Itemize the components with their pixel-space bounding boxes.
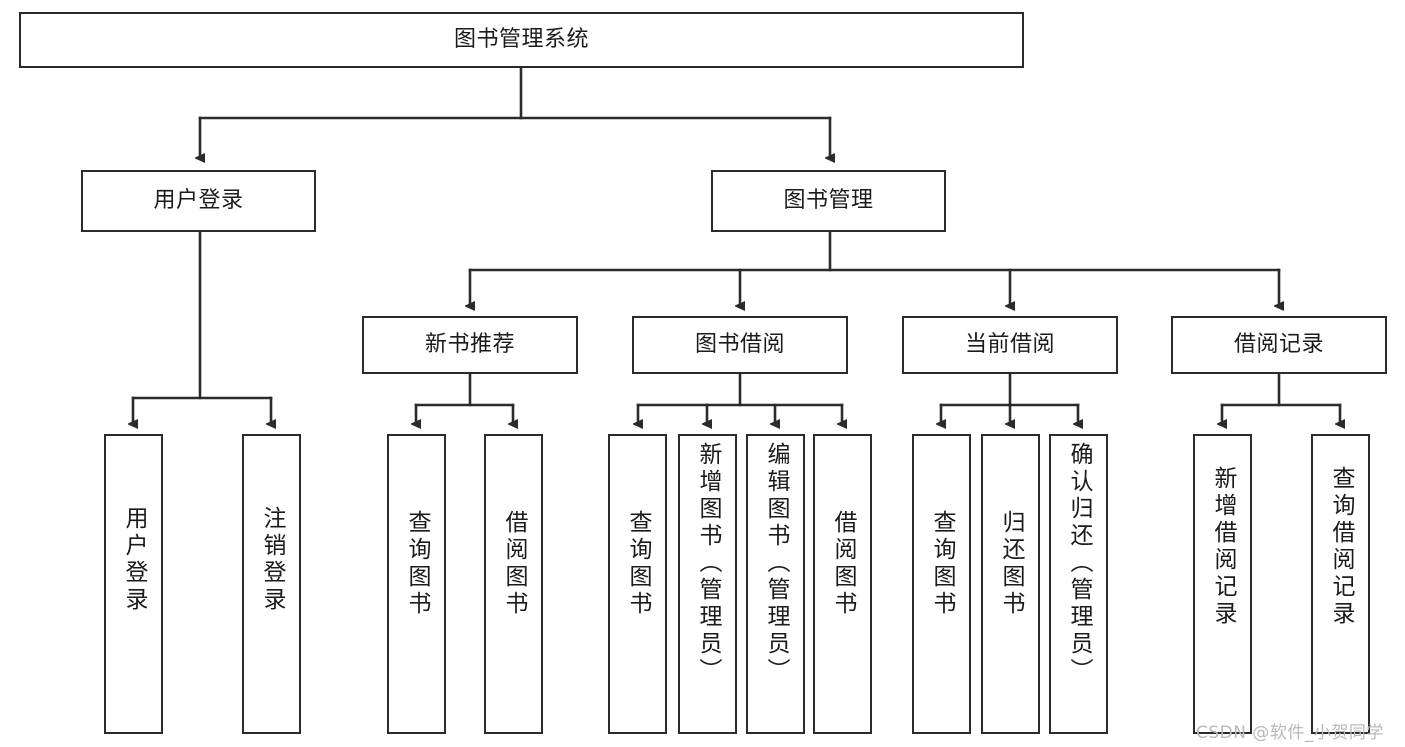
leaf-current-borrow-1-label: 查询图书 <box>929 510 955 618</box>
leaf-current-borrow-2[interactable]: 归还图书 <box>981 434 1040 734</box>
leaf-borrow-records-2-label: 查询借阅记录 <box>1328 466 1354 628</box>
node-root[interactable]: 图书管理系统 <box>19 12 1024 68</box>
node-new-book-recommend[interactable]: 新书推荐 <box>362 316 578 374</box>
leaf-book-borrow-3-label: 编辑图书（管理员） <box>763 442 789 685</box>
node-borrow-records[interactable]: 借阅记录 <box>1171 316 1387 374</box>
node-user-login-label: 用户登录 <box>153 187 244 213</box>
node-current-borrow[interactable]: 当前借阅 <box>902 316 1118 374</box>
node-current-borrow-label: 当前借阅 <box>964 331 1055 357</box>
leaf-book-borrow-2-label: 新增图书（管理员） <box>695 442 721 685</box>
leaf-book-borrow-4[interactable]: 借阅图书 <box>813 434 872 734</box>
leaf-borrow-records-1[interactable]: 新增借阅记录 <box>1193 434 1252 734</box>
leaf-new-book-2[interactable]: 借阅图书 <box>484 434 543 734</box>
node-book-borrow-label: 图书借阅 <box>694 331 785 357</box>
leaf-user-login-2-label: 注销登录 <box>259 506 285 614</box>
node-new-book-recommend-label: 新书推荐 <box>424 331 515 357</box>
leaf-book-borrow-1[interactable]: 查询图书 <box>608 434 667 734</box>
leaf-current-borrow-3[interactable]: 确认归还（管理员） <box>1049 434 1108 734</box>
node-book-borrow[interactable]: 图书借阅 <box>632 316 848 374</box>
leaf-borrow-records-2[interactable]: 查询借阅记录 <box>1311 434 1370 734</box>
leaf-book-borrow-2[interactable]: 新增图书（管理员） <box>678 434 737 734</box>
node-borrow-records-label: 借阅记录 <box>1233 331 1324 357</box>
node-book-manage-label: 图书管理 <box>783 187 874 213</box>
leaf-new-book-1-label: 查询图书 <box>404 510 430 618</box>
leaf-book-borrow-4-label: 借阅图书 <box>830 510 856 618</box>
csdn-watermark: CSDN @软件_小贺同学 <box>1196 723 1384 743</box>
node-root-label: 图书管理系统 <box>453 26 589 52</box>
node-user-login[interactable]: 用户登录 <box>81 170 316 232</box>
leaf-new-book-1[interactable]: 查询图书 <box>387 434 446 734</box>
leaf-current-borrow-2-label: 归还图书 <box>998 510 1024 618</box>
leaf-new-book-2-label: 借阅图书 <box>501 510 527 618</box>
leaf-book-borrow-1-label: 查询图书 <box>625 510 651 618</box>
leaf-user-login-1-label: 用户登录 <box>121 506 147 614</box>
leaf-user-login-1[interactable]: 用户登录 <box>104 434 163 734</box>
leaf-user-login-2[interactable]: 注销登录 <box>242 434 301 734</box>
leaf-borrow-records-1-label: 新增借阅记录 <box>1210 466 1236 628</box>
leaf-current-borrow-3-label: 确认归还（管理员） <box>1066 442 1092 685</box>
leaf-current-borrow-1[interactable]: 查询图书 <box>912 434 971 734</box>
leaf-book-borrow-3[interactable]: 编辑图书（管理员） <box>746 434 805 734</box>
node-book-manage[interactable]: 图书管理 <box>711 170 946 232</box>
